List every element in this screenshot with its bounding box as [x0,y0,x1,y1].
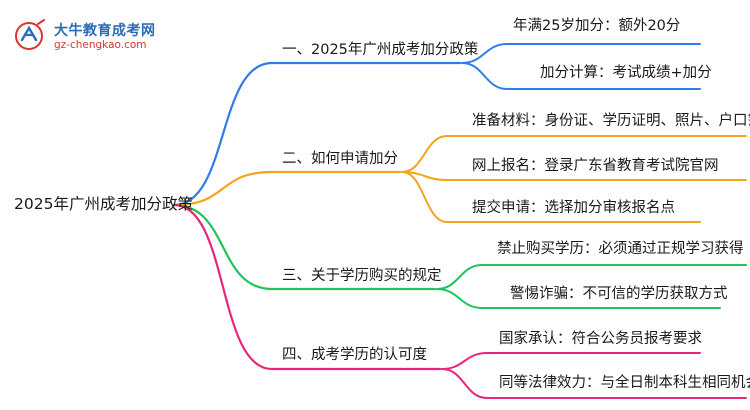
leaf-1-2: 加分计算：考试成绩+加分 [540,65,712,81]
branch-1-label: 一、2025年广州成考加分政策 [282,42,479,58]
logo-name: 大牛教育成考网 [54,23,156,39]
leaf-1-1-connector [461,43,701,64]
branch-3-connector [172,203,437,291]
site-logo[interactable]: 大牛教育成考网 gz-chengkao.com [14,18,164,54]
leaf-4-2-connector [441,368,747,399]
leaf-2-1-connector [401,135,747,173]
logo-icon [15,19,45,50]
leaf-3-2-connector [436,288,721,309]
branch-1-connector [172,61,462,207]
leaf-2-1: 准备材料：身份证、学历证明、照片、户口簿 [472,113,750,129]
leaf-3-2: 警惕诈骗：不可信的学历获取方式 [510,286,728,302]
leaf-1-2-connector [461,62,701,90]
leaf-4-2: 同等法律效力：与全日制本科生相同机会 [499,375,750,391]
branch-3-label: 三、关于学历购买的规定 [282,268,442,284]
leaf-3-1-connector [436,264,747,290]
leaf-2-2: 网上报名：登录广东省教育考试院官网 [472,158,719,174]
leaf-1-1: 年满25岁加分：额外20分 [513,18,681,34]
leaf-2-2-connector [401,171,747,181]
logo-url: gz-chengkao.com [54,39,147,51]
leaf-2-3: 提交申请：选择加分审核报名点 [472,200,675,216]
leaf-3-1: 禁止购买学历：必须通过正规学习获得 [497,241,744,257]
leaf-4-1-connector [441,352,701,370]
branch-2-label: 二、如何申请加分 [282,151,398,167]
branch-4-connector [172,203,442,371]
leaf-4-1: 国家承认：符合公务员报考要求 [499,331,702,347]
root-node: 2025年广州成考加分政策 [14,195,193,213]
branch-2-connector [172,170,402,207]
leaf-2-3-connector [401,171,701,223]
branch-4-label: 四、成考学历的认可度 [282,347,427,363]
